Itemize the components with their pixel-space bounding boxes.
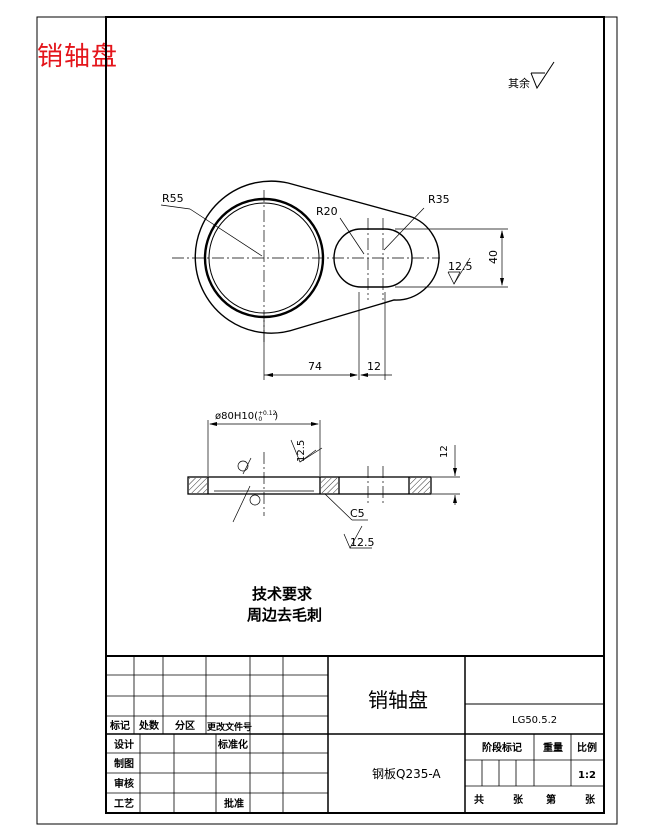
top-view: R55 R20 R35 74 12 40 12.5: [160, 180, 508, 380]
scale-value: 1:2: [578, 770, 596, 781]
label-drafting: 制图: [114, 757, 134, 770]
label-scale: 比例: [577, 741, 597, 754]
dim-r20: R20: [316, 205, 338, 218]
label-mark: 标记: [109, 719, 130, 732]
label-review: 审核: [114, 777, 134, 790]
roughness-top-value: 12.5: [448, 260, 473, 273]
chamfer-c5: C5: [350, 507, 365, 520]
roughness-symbol-icon: [530, 61, 555, 90]
dim-r35: R35: [428, 193, 450, 206]
roughness-bottom-value: 12.5: [350, 536, 375, 549]
label-sheet: 张: [585, 793, 596, 806]
tech-requirements-line: 周边去毛刺: [247, 606, 322, 624]
outer-frame: [36, 16, 618, 825]
part-name: 销轴盘: [368, 688, 428, 712]
overlay-caption: 销轴盘: [37, 42, 119, 72]
dim-40: 40: [487, 250, 500, 264]
label-count: 处数: [138, 719, 160, 732]
title-block-text: 标记 处数 分区 更改文件号 设计 标准化 制图 审核 工艺 批准 销轴盘 钢板…: [109, 688, 597, 810]
dim-74: 74: [308, 360, 322, 373]
title-block: [105, 655, 605, 814]
material: 钢板Q235-A: [372, 767, 441, 781]
label-standardize: 标准化: [217, 738, 248, 751]
dim-r55: R55: [162, 192, 184, 205]
label-zone: 分区: [175, 719, 195, 732]
inner-frame: [105, 16, 605, 814]
label-process: 工艺: [114, 797, 134, 810]
dim-12-top: 12: [367, 360, 381, 373]
label-weight: 重量: [543, 741, 563, 754]
tech-requirements-title: 技术要求: [252, 585, 313, 603]
roughness-note: 其余: [508, 76, 530, 90]
label-design: 设计: [114, 738, 134, 751]
label-approve: 批准: [224, 797, 244, 810]
label-change-doc: 更改文件号: [207, 721, 252, 733]
dim-12-side: 12: [439, 445, 450, 458]
label-total: 共: [474, 793, 484, 806]
label-stage-mark: 阶段标记: [482, 741, 522, 754]
label-sheet-no: 第: [546, 793, 556, 806]
drawing-number: LG50.5.2: [512, 715, 557, 726]
label-sheets: 张: [513, 793, 524, 806]
roughness-side-value: 12.5: [296, 440, 307, 462]
